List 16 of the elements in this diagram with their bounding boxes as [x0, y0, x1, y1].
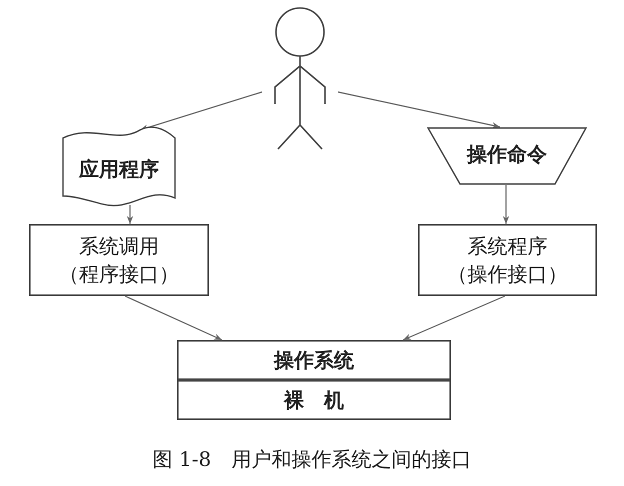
document-shape: 应用程序 [62, 126, 176, 208]
arrow [124, 295, 222, 341]
process-box [29, 224, 209, 296]
process-box [418, 224, 597, 296]
box-label: （操作接口） [448, 261, 568, 288]
arrow [126, 205, 134, 224]
trapezoid-shape: 操作命令 [427, 127, 587, 185]
figure-caption: 图 1-8 用户和操作系统之间的接口 [152, 447, 472, 471]
arrow [338, 91, 500, 128]
box-label: 系统调用 [79, 233, 159, 260]
process-box: 操作系统 [177, 340, 451, 380]
box-label: （程序接口） [59, 261, 179, 288]
box-label: 系统程序 [468, 233, 548, 260]
process-box: 裸 机 [177, 380, 451, 420]
arrow [402, 295, 506, 341]
arrow [502, 185, 510, 224]
